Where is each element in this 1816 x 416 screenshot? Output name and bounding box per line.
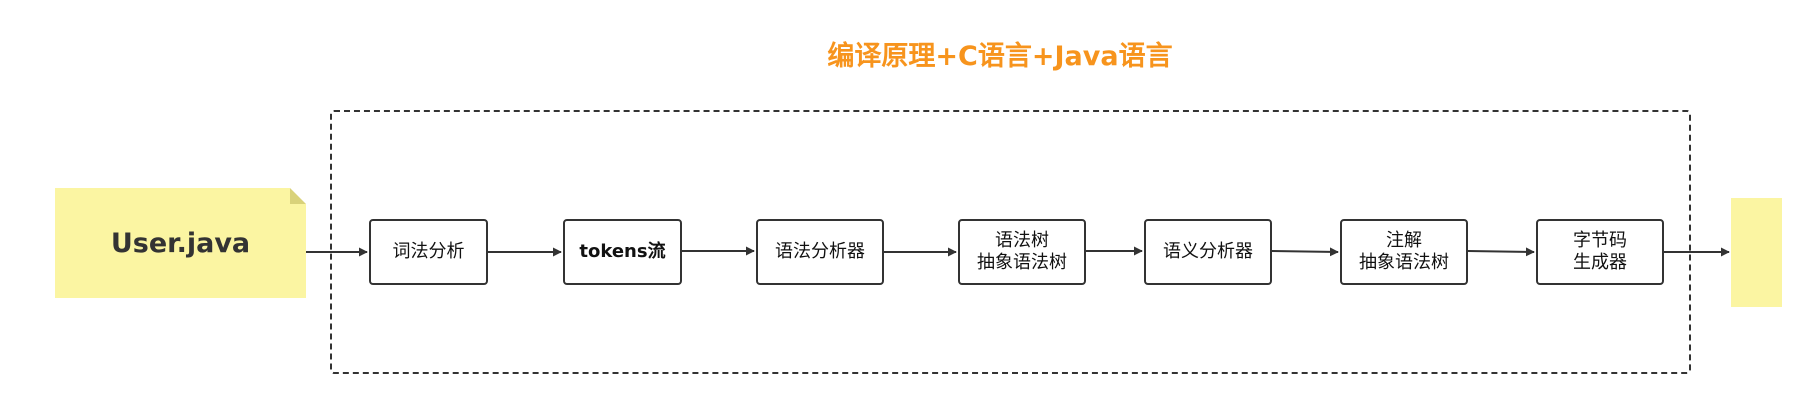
diagram-title: 编译原理+C语言+Java语言 <box>827 41 1173 72</box>
stage-label-line-1: 字节码 <box>1573 230 1627 251</box>
output-note[interactable] <box>1731 198 1782 307</box>
stage-label-line-1: 注解 <box>1386 230 1422 251</box>
stage-label: 语义分析器 <box>1163 241 1253 262</box>
stage-annotated-ast[interactable]: 注解 抽象语法树 <box>1340 219 1468 285</box>
stage-label-line-2: 生成器 <box>1573 252 1627 273</box>
stage-parser[interactable]: 语法分析器 <box>756 219 884 285</box>
stage-lexical-analysis[interactable]: 词法分析 <box>369 219 488 285</box>
stage-label: tokens流 <box>579 241 666 262</box>
stage-label-line-2: 抽象语法树 <box>1359 252 1449 273</box>
compiler-group-box <box>330 110 1691 374</box>
stage-label: 词法分析 <box>392 241 465 262</box>
stage-syntax-tree[interactable]: 语法树 抽象语法树 <box>958 219 1086 285</box>
stage-bytecode-generator[interactable]: 字节码 生成器 <box>1536 219 1664 285</box>
input-file-note[interactable]: User.java <box>55 188 306 298</box>
arrow-semantic-to-annotated <box>1271 247 1339 257</box>
stage-label: 语法分析器 <box>775 241 865 262</box>
stage-label-line-1: 语法树 <box>995 230 1049 251</box>
stage-semantic-analyzer[interactable]: 语义分析器 <box>1144 219 1272 285</box>
input-file-label: User.java <box>110 227 251 259</box>
stage-label-line-2: 抽象语法树 <box>977 252 1067 273</box>
arrow-annotated-to-bytecode <box>1467 247 1535 257</box>
note-fold-corner <box>290 188 306 204</box>
stage-tokens-stream[interactable]: tokens流 <box>563 219 682 285</box>
